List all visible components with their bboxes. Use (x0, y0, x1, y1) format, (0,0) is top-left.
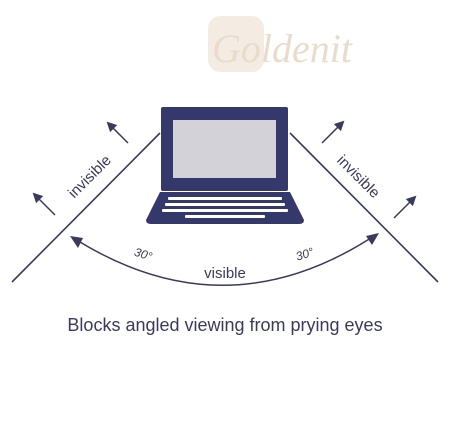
left-lower-arrow (32, 192, 56, 216)
caption: Blocks angled viewing from prying eyes (67, 315, 382, 335)
viewing-arc (71, 233, 378, 286)
right-lower-arrow (393, 195, 417, 219)
right-upper-arrow (321, 120, 345, 144)
visible-label: visible (204, 265, 246, 282)
arc-left-arrowhead (70, 236, 83, 248)
right-invisible-label: invisible (333, 152, 383, 202)
left-boundary-line (11, 132, 161, 283)
laptop-base (146, 192, 304, 224)
left-invisible-label: invisible (65, 152, 115, 202)
arc-right-arrowhead (366, 233, 379, 245)
laptop-screen (173, 120, 276, 178)
laptop-keyboard (162, 197, 288, 218)
right-boundary-line (289, 132, 439, 283)
left-upper-arrow (106, 121, 129, 144)
watermark-logo: Goldenit (208, 16, 353, 72)
watermark-badge (208, 16, 264, 72)
laptop-icon (146, 107, 304, 224)
watermark-text: Goldenit (212, 26, 353, 71)
right-angle-label: 30° (294, 245, 316, 264)
left-angle-label: 30° (132, 245, 154, 264)
